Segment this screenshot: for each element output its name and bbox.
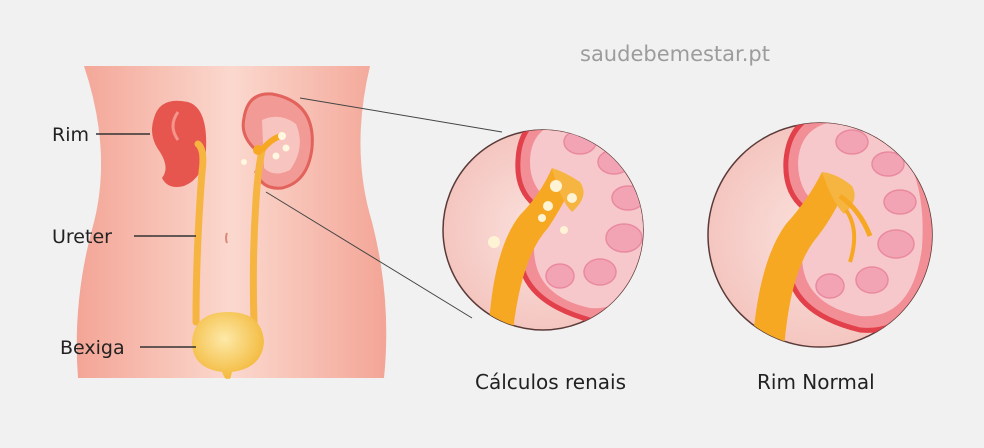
navel — [226, 233, 227, 243]
watermark: saudebemestar.pt — [580, 42, 770, 66]
normal-kidney-zoom — [708, 108, 935, 350]
bladder-label: Bexiga — [60, 337, 125, 359]
kidney-stones-zoom — [443, 109, 663, 340]
kidney-label: Rim — [52, 124, 89, 146]
ureter-label: Ureter — [52, 226, 112, 248]
stones-caption: Cálculos renais — [475, 370, 626, 394]
normal-caption: Rim Normal — [757, 370, 875, 394]
